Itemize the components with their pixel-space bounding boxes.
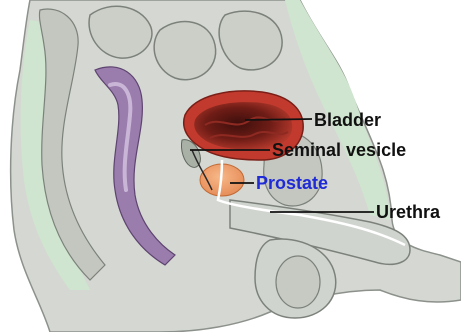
urethra-label: Urethra (376, 202, 441, 222)
prostate-label: Prostate (256, 173, 328, 193)
bladder-label: Bladder (314, 110, 381, 130)
testis (276, 256, 320, 308)
seminal-vesicle-label: Seminal vesicle (272, 140, 406, 160)
bladder-leader (245, 119, 312, 120)
intestine-loop-2 (154, 22, 216, 80)
